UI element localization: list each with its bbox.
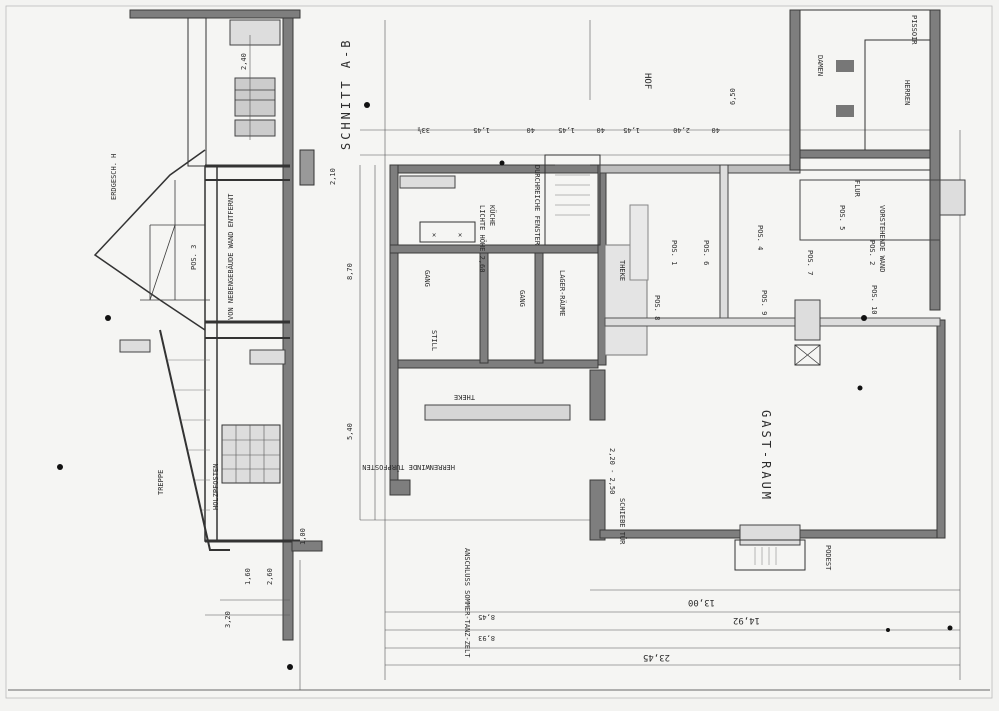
svg-text:✕: ✕ [432, 231, 436, 239]
paper-border [5, 5, 993, 699]
note-podium: PODEST [824, 545, 832, 571]
section-pos3-label: POS. 3 [190, 245, 198, 270]
section-roof-slab [129, 9, 301, 19]
section-upper-column [187, 17, 207, 167]
svg-text:40: 40 [597, 126, 605, 134]
wall-kitchen-left [389, 164, 399, 496]
pos-1: POS. 1 [670, 240, 678, 265]
pos-5: POS. 5 [838, 205, 846, 230]
section-roof-truss [93, 149, 206, 331]
note-sliding-door-dims: 2,20 - 2,50 [608, 448, 616, 494]
dim-top-row: 33⅛ 1,45 40 1,45 40 1,45 2,40 40 [417, 126, 720, 135]
room-kitchen: KÜCHE [488, 205, 497, 226]
room-gents: HERREN [903, 80, 911, 105]
wall-kitchen-top [389, 164, 631, 174]
section-dim-2: 3,20 [224, 611, 232, 628]
dim-side-2: 8,70 [346, 263, 354, 280]
svg-text:40: 40 [527, 126, 535, 134]
section-wall-note: VON NEBENGEBÄUDE WAND ENTFERNT [226, 193, 235, 320]
svg-text:33⅛: 33⅛ [417, 126, 430, 135]
section-dim-3: 1,60 [244, 568, 252, 585]
room-still: STILL [430, 330, 438, 351]
paper-marks [57, 102, 953, 670]
section-window-mid [234, 77, 276, 117]
section-title: SCHNITT A-B [339, 38, 353, 150]
section-post-label: HOLZPFOSTEN [212, 464, 220, 510]
section-dim-5: 1,00 [299, 528, 307, 545]
pos-9: POS. 9 [760, 290, 768, 315]
pos-4: POS. 4 [756, 225, 764, 250]
dim-bottom-5: 23,45 [643, 652, 670, 662]
svg-text:1,45: 1,45 [623, 126, 640, 134]
svg-text:1,45: 1,45 [473, 126, 490, 134]
room-hall: FLUR [853, 180, 861, 198]
room-bar-upper: THEKE [618, 260, 626, 281]
room-guestroom: GAST-RAUM [759, 410, 773, 502]
room-bar-lower: THEKE [454, 393, 475, 401]
dim-bottom-1: 13,00 [688, 597, 715, 607]
room-yard: HOF [642, 73, 652, 89]
note-sliding-door: SCHIEBE TÜR [618, 498, 627, 545]
svg-text:1,45: 1,45 [558, 126, 575, 134]
section-stair [159, 329, 230, 551]
dim-side-3: 6,50 [729, 88, 737, 105]
stair-block [544, 154, 601, 246]
floor-plan: ✕ ✕ HOF KÜC [346, 9, 966, 680]
room-corridor: GANG [423, 270, 431, 287]
pos-8: POS. 8 [653, 295, 661, 320]
section-floor-label: ERDGESCH. H [110, 154, 118, 200]
dim-bottom-3: 8,45 [478, 613, 495, 621]
pos-6: POS. 6 [702, 240, 710, 265]
counter-bar [424, 404, 571, 421]
room-storage: LAGER-RÄUME [558, 270, 567, 316]
pos-2: POS. 2 [868, 240, 876, 265]
svg-text:2,40: 2,40 [673, 126, 690, 134]
room-kitchen-height: LICHTE HÖHE 2,60 [478, 205, 487, 272]
section-dim-4: 2,60 [266, 568, 274, 585]
dim-bottom-2: 14,92 [733, 615, 760, 625]
svg-text:✕: ✕ [458, 231, 462, 239]
section-beam [299, 149, 315, 186]
dim-side-1: 5,40 [346, 423, 354, 440]
note-connection: ANSCHLUSS SOMMER-TANZ-ZELT [463, 548, 471, 658]
dim-bottom-4: 8,93 [478, 634, 495, 642]
section-window-top [229, 19, 281, 46]
note-projecting-wall: VORSTEHENDE WAND [878, 205, 886, 272]
room-ladies: DAMEN [816, 55, 824, 76]
room-corridor-2: GANG [518, 290, 526, 307]
svg-text:40: 40 [712, 126, 720, 134]
wall-guestroom-right [936, 319, 946, 539]
room-pissoir: PISSOIR [910, 15, 918, 45]
pos-7: POS. 7 [806, 250, 814, 275]
section-a-b: SCHNITT A-B POS. 3 VON NEBENGEBÄUDE WAND… [93, 9, 353, 690]
section-stair-label: TREPPE [157, 470, 165, 495]
pos-10: POS. 10 [870, 285, 878, 315]
section-dim-1: 2,40 [240, 53, 248, 70]
section-dim-6: 2,10 [329, 168, 337, 185]
note-door-post: HERRENWINDE TÜRPFOSTEN [362, 463, 455, 472]
section-glass-block [221, 424, 281, 484]
room-pass-window: DURCHREICHE FENSTER [533, 165, 541, 246]
